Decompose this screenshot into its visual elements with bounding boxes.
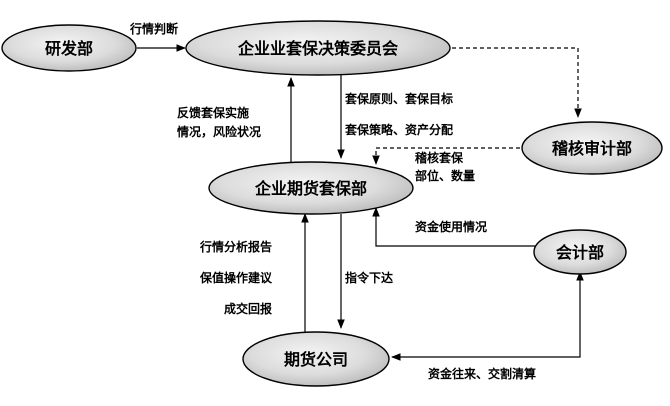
- label-futures-to-hedge-1: 行情分析报告: [199, 239, 272, 254]
- label-futures-to-hedge-2: 保值操作建议: [199, 270, 273, 285]
- label-hedge-to-committee-1: 反馈套保实施: [177, 105, 249, 120]
- node-audit: 稽核审计部: [521, 121, 663, 175]
- edge-committee-to-audit: [452, 47, 582, 118]
- node-futures-co-label: 期货公司: [284, 350, 348, 369]
- label-hedge-to-futures: 指令下达: [345, 270, 393, 285]
- edge-accounting-futures: [391, 271, 584, 361]
- label-rd-to-committee: 行情判断: [129, 21, 178, 36]
- node-rd: 研发部: [1, 24, 137, 72]
- edge-accounting-to-hedge: [372, 207, 535, 247]
- node-accounting-label: 会计部: [556, 243, 604, 262]
- label-accounting-to-hedge: 资金使用情况: [415, 219, 487, 234]
- node-futures-co: 期货公司: [242, 331, 390, 387]
- label-futures-to-hedge-3: 成交回报: [224, 301, 272, 316]
- label-hedge-to-committee-2: 情况，风险状况: [177, 124, 261, 139]
- label-accounting-futures: 资金往来、交割清算: [428, 366, 536, 381]
- label-audit-to-hedge-1: 稽核套保: [415, 150, 464, 165]
- node-audit-label: 稽核审计部: [552, 139, 632, 158]
- node-committee: 企业业套保决策委员会: [185, 20, 451, 76]
- node-accounting: 会计部: [533, 229, 627, 275]
- label-committee-to-hedge-2: 套保策略、资产分配: [344, 122, 453, 137]
- node-hedge-dept-label: 企业期货套保部: [254, 179, 367, 198]
- node-committee-label: 企业业套保决策委员会: [237, 39, 398, 58]
- label-audit-to-hedge-2: 部位、数量: [415, 168, 475, 183]
- node-hedge-dept: 企业期货套保部: [208, 161, 414, 215]
- node-rd-label: 研发部: [45, 39, 93, 58]
- label-committee-to-hedge-1: 套保原则、套保目标: [344, 91, 453, 106]
- edge-audit-to-hedge: [372, 147, 520, 165]
